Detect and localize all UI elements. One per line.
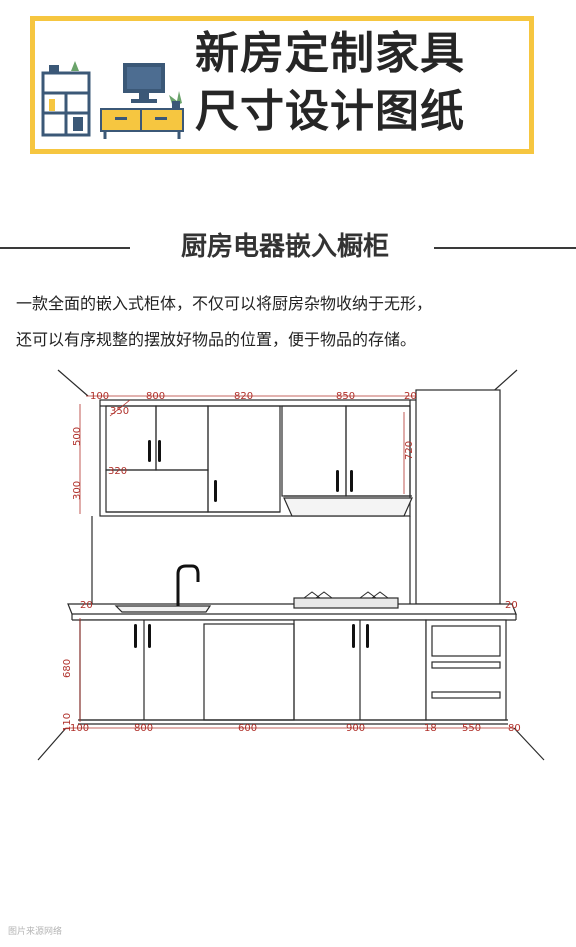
dim-base-1: 100 [70,723,89,734]
dim-counter-left: 20 [80,600,93,611]
section-title: 厨房电器嵌入橱柜 [180,232,389,262]
dim-upper-top-5: 20 [404,391,417,402]
dim-counter-right: 20 [505,600,518,611]
dim-upper-side-1: 500 [72,427,83,446]
dim-base-5: 18 [424,723,437,734]
banner-title: 新房定制家具 尺寸设计图纸 [195,25,535,141]
dim-upper-top-4: 850 [336,391,355,402]
description-line1: 一款全面的嵌入式柜体，不仅可以将厨房杂物收纳于无形， [16,294,433,313]
dim-base-2: 800 [134,723,153,734]
dim-upper-top-1: 100 [90,391,109,402]
dim-base-6: 550 [462,723,481,734]
banner-title-line2: 尺寸设计图纸 [195,86,465,137]
description-line2: 还可以有序规整的摆放好物品的位置，便于物品的存储。 [16,330,417,349]
dim-upper-side-2: 300 [72,481,83,500]
dim-base-3: 600 [238,723,257,734]
dim-base-side: 680 [62,659,73,678]
dim-base-4: 900 [346,723,365,734]
dim-upper-right: 720 [404,441,415,460]
banner: 新房定制家具 尺寸设计图纸 [30,16,534,154]
dim-base-7: 80 [508,723,521,734]
section-divider-left [0,247,130,249]
dim-upper-top-2: 800 [146,391,165,402]
furniture-logo-icon [41,61,184,139]
dim-base-bottom-side: 110 [62,713,73,732]
dim-upper-top-3: 820 [234,391,253,402]
dim-upper-diagonal: 350 [110,406,129,417]
watermark: 图片来源网络 [8,927,63,937]
banner-title-line1: 新房定制家具 [195,28,465,79]
section-divider-right [434,247,576,249]
dim-upper-inner: 320 [108,466,127,477]
